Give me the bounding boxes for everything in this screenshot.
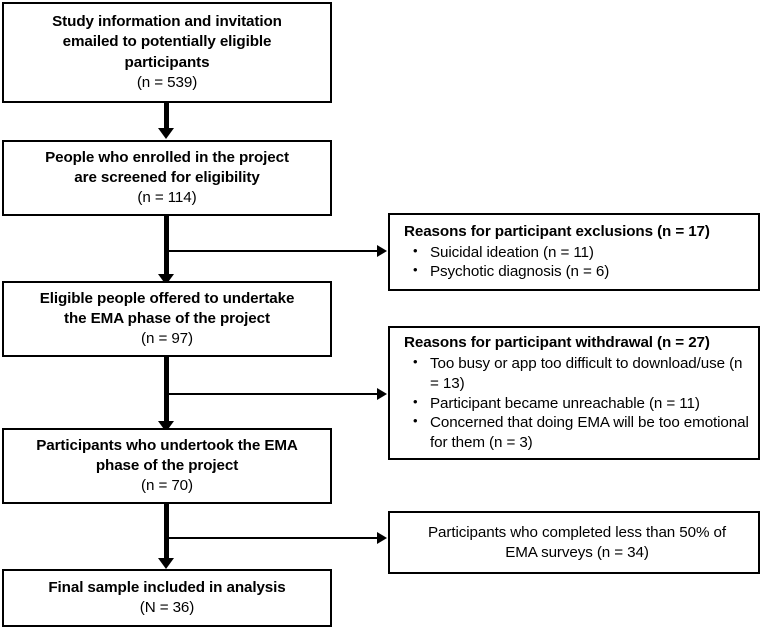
- down-arrow-icon: [158, 421, 174, 432]
- flow-node-offered-count: (n = 97): [141, 330, 193, 348]
- branch-to-exclusions: [167, 250, 378, 252]
- flow-node-undertook-line-2: phase of the project: [95, 456, 239, 474]
- list-item: Psychotic diagnosis (n = 6): [413, 261, 750, 282]
- side-box-exclusions-list: Suicidal ideation (n = 11) Psychotic dia…: [404, 242, 750, 283]
- flow-node-invited-count: (n = 539): [136, 73, 198, 91]
- list-item: Suicidal ideation (n = 11): [413, 242, 750, 263]
- branch-to-incomplete: [167, 537, 378, 539]
- flow-node-final-sample: Final sample included in analysis (N = 3…: [2, 569, 332, 627]
- connector-undertook-to-final: [164, 494, 169, 560]
- flow-node-offered-line-1: Eligible people offered to undertake: [39, 289, 295, 307]
- flow-node-enrolled-line-2: are screened for eligibility: [74, 168, 260, 186]
- side-box-withdrawals-heading: Reasons for participant withdrawal (n = …: [404, 333, 710, 351]
- side-box-incomplete-line-1: Participants who completed less than 50%…: [428, 523, 726, 541]
- flow-node-offered: Eligible people offered to undertake the…: [2, 281, 332, 357]
- side-box-exclusions: Reasons for participant exclusions (n = …: [388, 213, 760, 291]
- list-item: Concerned that doing EMA will be too emo…: [413, 412, 750, 453]
- flow-node-invited-line-2: emailed to potentially eligible: [62, 33, 272, 51]
- flow-node-offered-line-2: the EMA phase of the project: [64, 309, 270, 327]
- side-box-exclusions-heading: Reasons for participant exclusions (n = …: [404, 222, 710, 240]
- down-arrow-icon: [158, 128, 174, 139]
- right-arrow-icon: [377, 532, 387, 544]
- down-arrow-icon: [158, 558, 174, 569]
- list-item: Too busy or app too difficult to downloa…: [413, 353, 750, 394]
- flow-node-enrolled-line-1: People who enrolled in the project: [45, 148, 289, 166]
- side-box-withdrawals: Reasons for participant withdrawal (n = …: [388, 326, 760, 460]
- flow-node-undertook-count: (n = 70): [141, 477, 193, 495]
- down-arrow-icon: [158, 274, 174, 285]
- flow-node-final-sample-count: (N = 36): [139, 599, 195, 616]
- connector-invited-to-enrolled: [164, 103, 169, 130]
- connector-offered-to-undertook: [164, 357, 169, 423]
- flow-node-final-sample-line-1: Final sample included in analysis: [48, 578, 286, 596]
- branch-to-withdrawals: [167, 393, 378, 395]
- flow-node-invited-line-1: Study information and invitation: [52, 13, 282, 31]
- flow-node-invited: Study information and invitation emailed…: [2, 2, 332, 103]
- side-box-incomplete-text: Participants who completed less than 50%…: [404, 523, 750, 563]
- right-arrow-icon: [377, 388, 387, 400]
- flow-node-undertook: Participants who undertook the EMA phase…: [2, 428, 332, 504]
- side-box-incomplete: Participants who completed less than 50%…: [388, 511, 760, 574]
- list-item: Participant became unreachable (n = 11): [413, 393, 750, 414]
- flow-node-enrolled-count: (n = 114): [137, 189, 197, 207]
- side-box-withdrawals-list: Too busy or app too difficult to downloa…: [404, 353, 750, 454]
- flow-node-invited-line-3: participants: [124, 53, 210, 71]
- connector-enrolled-to-offered: [164, 216, 169, 276]
- side-box-incomplete-line-2: EMA surveys (n = 34): [505, 543, 649, 561]
- flow-node-undertook-line-1: Participants who undertook the EMA: [36, 436, 298, 454]
- right-arrow-icon: [377, 245, 387, 257]
- flow-node-enrolled: People who enrolled in the project are s…: [2, 140, 332, 216]
